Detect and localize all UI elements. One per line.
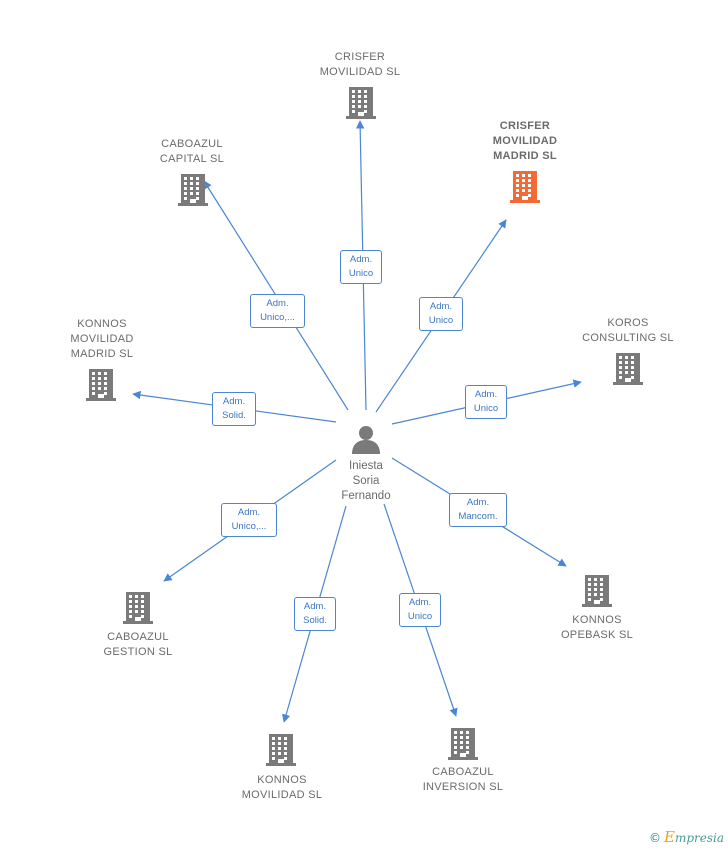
company-name-line: MADRID SL: [493, 150, 557, 162]
company-name-line: INVERSION SL: [422, 781, 504, 793]
building-icon[interactable]: [448, 727, 478, 761]
empresia-brand[interactable]: ©Empresia: [649, 828, 724, 846]
company-name-line: CONSULTING SL: [582, 332, 674, 344]
role-badge-caboazul-capital: Adm. Unico,...: [250, 294, 305, 328]
company-name-line: CRISFER: [499, 120, 551, 132]
role-badge-konnos-movilidad-madrid: Adm. Solid.: [212, 392, 256, 426]
role-badge-koros-consulting: Adm. Unico: [465, 385, 507, 419]
brand-initial: E: [663, 828, 675, 846]
company-label-konnos-movilidad[interactable]: KONNOS MOVILIDAD SL: [222, 773, 342, 803]
brand-name: mpresia: [674, 831, 724, 845]
role-text: Adm.: [237, 507, 261, 518]
role-text: Adm.: [429, 301, 453, 312]
role-text: Adm.: [466, 497, 490, 508]
company-label-konnos-movilidad-madrid[interactable]: KONNOS MOVILIDAD MADRID SL: [50, 317, 154, 362]
building-icon[interactable]: [510, 170, 540, 204]
company-name-line: KONNOS: [77, 318, 127, 330]
role-text: Mancom.: [458, 511, 498, 522]
company-name-line: GESTION SL: [103, 646, 173, 658]
person-icon[interactable]: [350, 424, 382, 454]
company-label-crisfer-movilidad[interactable]: CRISFER MOVILIDAD SL: [300, 50, 420, 80]
role-text: Adm.: [222, 396, 246, 407]
building-icon[interactable]: [266, 733, 296, 767]
company-name-line: CAPITAL SL: [159, 153, 225, 165]
person-name-line-1: Iniesta: [349, 460, 383, 472]
role-text: Solid.: [303, 615, 327, 626]
role-text: Unico: [428, 315, 454, 326]
role-badge-caboazul-inversion: Adm. Unico: [399, 593, 441, 627]
role-text: Unico,...: [260, 312, 295, 323]
company-name-line: MOVILIDAD SL: [241, 789, 323, 801]
role-text: Adm.: [266, 298, 289, 309]
company-label-caboazul-gestion[interactable]: CABOAZUL GESTION SL: [86, 630, 190, 660]
company-name-line: CABOAZUL: [161, 138, 223, 150]
company-name-line: CABOAZUL: [432, 766, 494, 778]
role-badge-crisfer-movilidad-madrid: Adm. Unico: [419, 297, 463, 331]
company-label-koros-consulting[interactable]: KOROS CONSULTING SL: [570, 316, 686, 346]
company-name-line: CABOAZUL: [107, 631, 169, 643]
building-icon[interactable]: [123, 591, 153, 625]
role-text: Unico,...: [231, 521, 267, 532]
company-name-line: OPEBASK SL: [560, 629, 634, 641]
role-text: Adm.: [474, 389, 498, 400]
role-badge-konnos-opebask: Adm. Mancom.: [449, 493, 507, 527]
role-text: Unico: [407, 611, 433, 622]
company-name-line: MADRID SL: [70, 348, 134, 360]
person-name-line-2: Soria: [352, 475, 380, 487]
company-label-crisfer-movilidad-madrid[interactable]: CRISFER MOVILIDAD MADRID SL: [470, 119, 580, 164]
role-text: Adm.: [349, 254, 373, 265]
copyright-icon: ©: [648, 831, 661, 845]
building-icon[interactable]: [86, 368, 116, 402]
company-name-line: MOVILIDAD: [492, 135, 558, 147]
company-name-line: KOROS: [607, 317, 649, 329]
company-label-konnos-opebask[interactable]: KONNOS OPEBASK SL: [546, 613, 648, 643]
building-icon[interactable]: [582, 574, 612, 608]
person-name[interactable]: Iniesta Soria Fernando: [318, 459, 414, 504]
company-label-caboazul-capital[interactable]: CABOAZUL CAPITAL SL: [140, 137, 244, 167]
building-icon[interactable]: [178, 173, 208, 207]
company-name-line: MOVILIDAD: [70, 333, 134, 345]
role-badge-crisfer-movilidad: Adm. Unico: [340, 250, 382, 284]
role-text: Adm.: [303, 601, 327, 612]
company-name-line: MOVILIDAD SL: [319, 66, 401, 78]
person-name-line-3: Fernando: [341, 490, 391, 502]
role-text: Solid.: [222, 410, 246, 421]
role-badge-caboazul-gestion: Adm. Unico,...: [221, 503, 277, 537]
company-name-line: CRISFER: [334, 51, 386, 63]
company-label-caboazul-inversion[interactable]: CABOAZUL INVERSION SL: [408, 765, 518, 795]
company-name-line: KONNOS: [257, 774, 307, 786]
role-text: Unico: [473, 403, 499, 414]
edges-layer: [132, 120, 582, 723]
company-name-line: KONNOS: [572, 614, 622, 626]
building-icon[interactable]: [346, 86, 376, 120]
role-text: Adm.: [408, 597, 432, 608]
role-text: Unico: [348, 268, 374, 279]
building-icon[interactable]: [613, 352, 643, 386]
role-badge-konnos-movilidad: Adm. Solid.: [294, 597, 336, 631]
